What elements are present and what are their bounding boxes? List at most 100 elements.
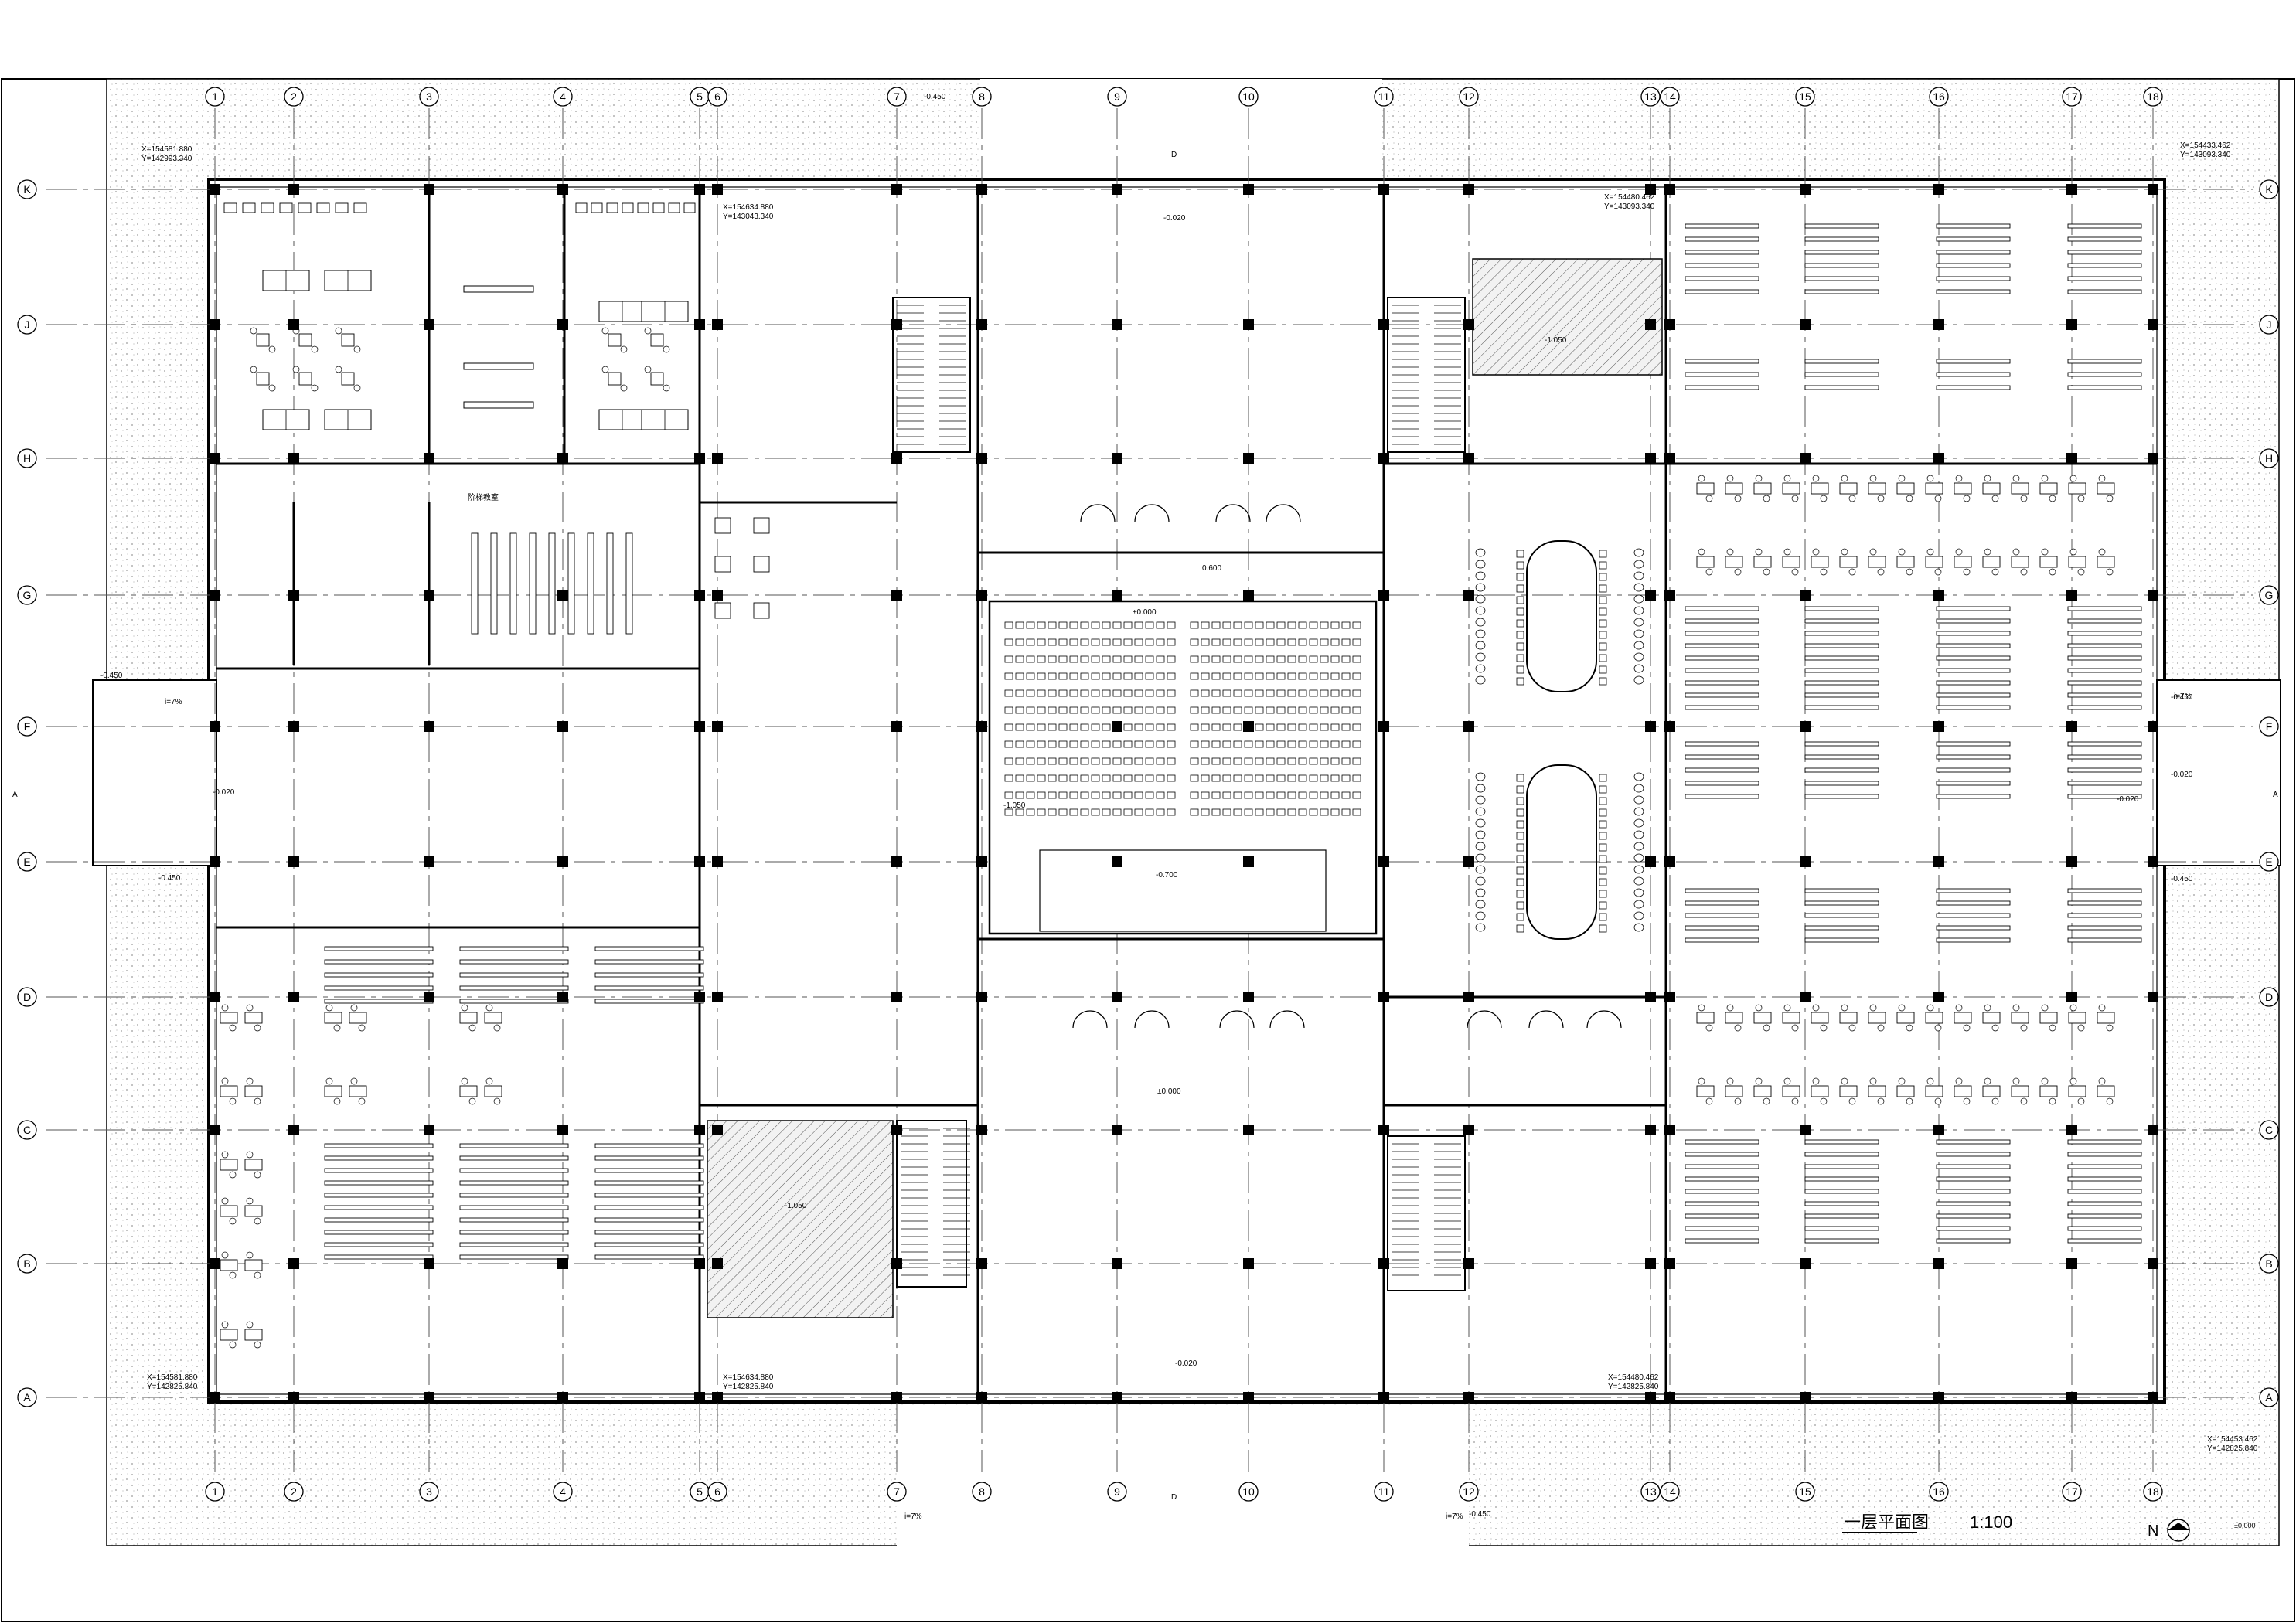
conference-chair (1516, 890, 1524, 898)
reading-chair (246, 1077, 254, 1085)
auditorium-seat (1309, 740, 1318, 748)
curved-bench (1586, 1010, 1622, 1029)
reading-desk (1982, 1085, 2001, 1097)
auditorium-seat (1244, 740, 1253, 748)
conference-chair (1516, 584, 1524, 593)
coord-y: Y=142825.840 (723, 1383, 774, 1391)
conference-chair (1633, 807, 1644, 816)
auditorium-seat (1037, 774, 1046, 782)
curved-bench (1269, 1010, 1305, 1029)
structural-column (976, 721, 987, 732)
chair (601, 366, 609, 373)
counter (463, 401, 534, 409)
coord-x: X=154581.880 (141, 145, 192, 154)
auditorium-seat (1287, 655, 1296, 663)
structural-column (1933, 1392, 1944, 1403)
bookshelf (1685, 263, 1759, 268)
structural-column (1664, 184, 1675, 195)
auditorium-seat (1058, 740, 1068, 748)
bookshelf (1685, 385, 1759, 390)
conference-chair (1599, 843, 1607, 852)
auditorium-seat (1266, 621, 1275, 629)
auditorium-seat (1080, 672, 1089, 680)
reading-chair (1763, 1024, 1770, 1032)
auditorium-seat (1167, 740, 1176, 748)
structural-column (1645, 319, 1656, 330)
auditorium-seat (1015, 638, 1024, 646)
auditorium-seat (1255, 655, 1264, 663)
reading-desk (1696, 1012, 1715, 1024)
toilet-block-ne (1472, 258, 1663, 376)
level-label: -0.020 (213, 788, 235, 797)
level-label: -1.050 (1545, 336, 1567, 345)
structural-column (557, 856, 568, 867)
auditorium-seat (1211, 672, 1221, 680)
bookshelf (324, 985, 434, 991)
structural-column (210, 1125, 220, 1135)
reading-chair (485, 1004, 493, 1012)
bookshelf (1685, 692, 1759, 698)
workstation (242, 202, 256, 213)
reading-chair (1734, 1024, 1742, 1032)
column-axis-label: 1 (212, 90, 218, 103)
reading-chair (1877, 1024, 1885, 1032)
conference-chair (1516, 855, 1524, 863)
cafe-table (714, 517, 731, 534)
bookshelf (1804, 900, 1879, 906)
auditorium-seat (1015, 757, 1024, 765)
bookshelf (1804, 913, 1879, 918)
bookshelf (1804, 794, 1879, 799)
bookshelf (324, 1242, 434, 1247)
structural-column (1243, 1258, 1254, 1269)
auditorium-seat (1069, 774, 1078, 782)
structural-column (1463, 1392, 1474, 1403)
auditorium-seat (1069, 638, 1078, 646)
auditorium-seat (1091, 723, 1100, 731)
workstation (668, 202, 680, 213)
auditorium-seat (1341, 740, 1351, 748)
conference-chair (1633, 784, 1644, 793)
bookshelf (1685, 1164, 1759, 1169)
auditorium-seat (1320, 723, 1329, 731)
structural-column (424, 453, 434, 464)
conference-chair (1633, 772, 1644, 781)
reading-chair (2069, 548, 2077, 556)
bookshelf (2067, 1139, 2142, 1145)
auditorium-seat (1244, 638, 1253, 646)
conference-chair (1516, 832, 1524, 840)
reading-chair (1963, 495, 1971, 502)
workstation (683, 202, 696, 213)
auditorium-seat (1080, 655, 1089, 663)
conference-chair (1633, 664, 1644, 673)
auditorium-seat (1341, 621, 1351, 629)
bookshelf (1936, 1189, 2011, 1194)
auditorium-seat (1233, 672, 1242, 680)
structural-column (424, 721, 434, 732)
auditorium-seat (1048, 621, 1057, 629)
bookshelf (324, 1180, 434, 1186)
auditorium-seat (1190, 638, 1199, 646)
auditorium-seat (1255, 723, 1264, 731)
reading-chair (350, 1004, 358, 1012)
reading-chair (1763, 1097, 1770, 1105)
reading-chair (2077, 495, 2085, 502)
reading-chair (1991, 1024, 1999, 1032)
conference-chair (1475, 865, 1486, 874)
structural-column (712, 992, 723, 1002)
bookshelf (1685, 1238, 1759, 1244)
workstation (652, 202, 665, 213)
auditorium-seat (1091, 638, 1100, 646)
bookshelf (594, 972, 704, 978)
bookshelf (1804, 263, 1879, 268)
auditorium-seat (1211, 689, 1221, 697)
bookshelf (1804, 937, 1879, 943)
auditorium-seat (1330, 740, 1340, 748)
structural-column (288, 1125, 299, 1135)
auditorium-seat (1004, 774, 1013, 782)
stair-core-ne (1387, 297, 1466, 453)
auditorium-seat (1167, 706, 1176, 714)
reading-chair (333, 1024, 341, 1032)
conference-chair (1516, 820, 1524, 829)
column-axis-label: 17 (2066, 90, 2078, 103)
bookshelf (2067, 680, 2142, 686)
